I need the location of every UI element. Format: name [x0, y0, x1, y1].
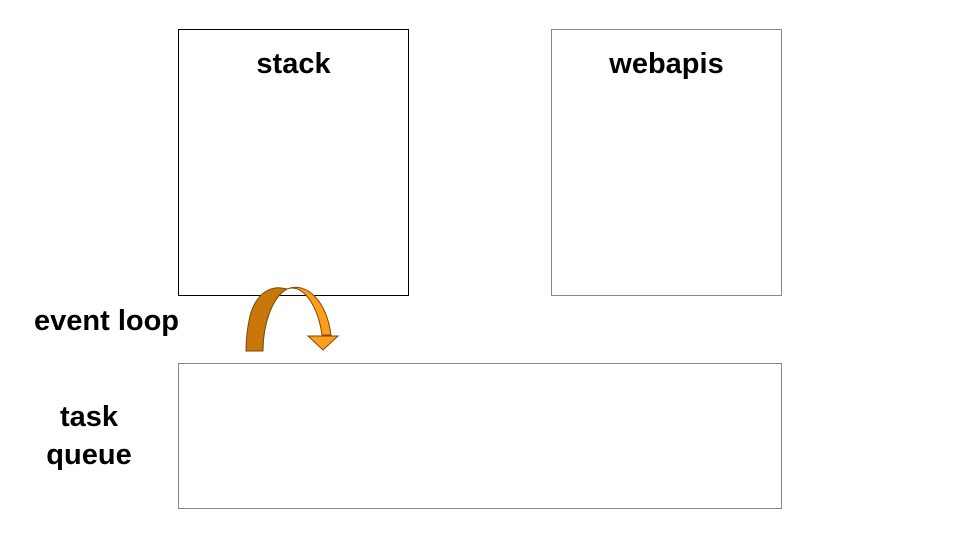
event-loop-label: event loop	[34, 305, 180, 337]
task-queue-label-line2: queue	[46, 439, 132, 471]
webapis-title: webapis	[609, 48, 724, 80]
task-queue-box	[178, 363, 782, 509]
task-queue-label-line1: task	[59, 401, 119, 433]
task-queue-label: task queue	[26, 398, 152, 474]
webapis-box: webapis	[551, 29, 782, 296]
curved-arrow-icon	[245, 286, 340, 352]
stack-title: stack	[256, 48, 331, 80]
stack-box: stack	[178, 29, 409, 296]
